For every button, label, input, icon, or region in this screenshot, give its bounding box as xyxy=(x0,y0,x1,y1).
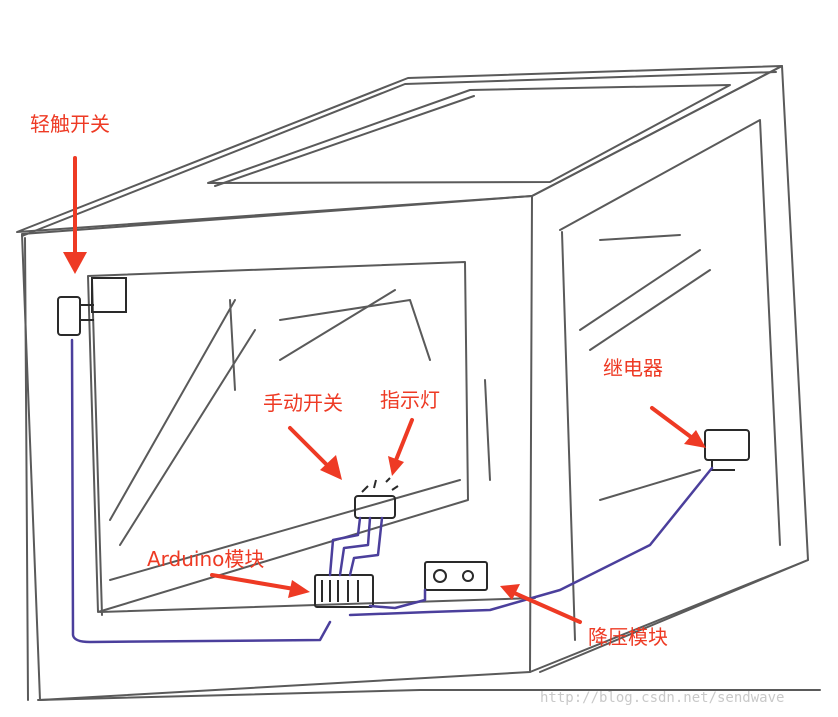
wire-step-down xyxy=(368,588,427,610)
relay-component xyxy=(704,429,750,461)
arrow-indicator-light xyxy=(394,418,414,462)
tact-switch-component xyxy=(57,296,81,336)
wire-manual-switch-3 xyxy=(348,516,384,577)
wire-manual-switch-1 xyxy=(328,516,362,577)
wire-relay xyxy=(348,466,714,617)
cabinet-top-face xyxy=(16,65,783,233)
watermark: http://blog.csdn.net/sendwave xyxy=(540,690,785,706)
arrow-manual-switch xyxy=(288,426,332,470)
label-manual-switch: 手动开关 xyxy=(263,391,343,415)
arrow-relay xyxy=(650,406,697,442)
label-relay: 继电器 xyxy=(603,356,663,380)
cabinet-front-face xyxy=(21,195,533,701)
label-arduino-module: Arduino模块 xyxy=(147,547,265,571)
wire-manual-switch-2 xyxy=(338,516,372,577)
front-inner-window xyxy=(87,261,469,613)
arduino-module-component xyxy=(314,574,374,608)
label-step-down-module: 降压模块 xyxy=(588,625,668,649)
cabinet-top-inner-panel xyxy=(207,84,731,184)
wire-tact-switch xyxy=(70,338,332,644)
cabinet-right-face xyxy=(529,65,809,673)
step-down-module-component xyxy=(424,561,488,591)
manual-switch-component xyxy=(354,495,396,519)
indicator-light-component xyxy=(361,477,399,493)
arrow-step-down-module xyxy=(510,590,582,624)
tact-switch-bracket xyxy=(91,277,127,313)
arrow-arduino-module xyxy=(210,573,302,592)
label-tact-switch: 轻触开关 xyxy=(30,112,110,136)
label-indicator-light: 指示灯 xyxy=(380,388,440,412)
